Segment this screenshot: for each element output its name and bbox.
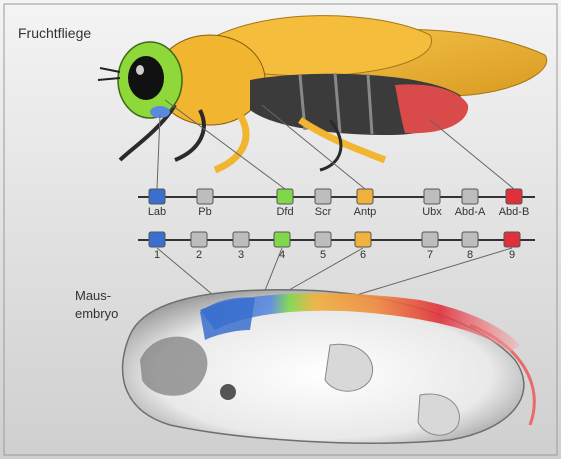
- gene-label: 3: [238, 249, 244, 261]
- gene-label: Abd-A: [455, 206, 486, 218]
- mouse-label-line1: Maus-: [75, 288, 111, 303]
- gene-label: 8: [467, 249, 473, 261]
- gene-box: [355, 232, 371, 247]
- gene-box: [149, 189, 165, 204]
- gene-label: Scr: [315, 206, 332, 218]
- gene-box: [422, 232, 438, 247]
- gene-label: 2: [196, 249, 202, 261]
- gene-label: Antp: [354, 206, 377, 218]
- gene-label: Abd-B: [499, 206, 530, 218]
- gene-label: 6: [360, 249, 366, 261]
- gene-label: 5: [320, 249, 326, 261]
- gene-box: [277, 189, 293, 204]
- gene-label: 1: [154, 249, 160, 261]
- mouse-label-line2: embryo: [75, 306, 118, 321]
- gene-label: 7: [427, 249, 433, 261]
- fly-eye-highlight: [136, 65, 144, 75]
- gene-box: [191, 232, 207, 247]
- gene-box: [462, 232, 478, 247]
- gene-box: [233, 232, 249, 247]
- gene-box: [197, 189, 213, 204]
- fly-label: Fruchtfliege: [18, 25, 91, 41]
- embryo-eye: [220, 384, 236, 400]
- gene-label: Lab: [148, 206, 166, 218]
- gene-label: Pb: [198, 206, 211, 218]
- gene-box: [274, 232, 290, 247]
- gene-box: [357, 189, 373, 204]
- gene-box: [149, 232, 165, 247]
- gene-box: [504, 232, 520, 247]
- gene-label: Ubx: [422, 206, 442, 218]
- gene-box: [462, 189, 478, 204]
- gene-box: [315, 189, 331, 204]
- fly-eye: [128, 56, 164, 100]
- gene-box: [424, 189, 440, 204]
- gene-box: [506, 189, 522, 204]
- gene-box: [315, 232, 331, 247]
- gene-label: 9: [509, 249, 515, 261]
- gene-label: 4: [279, 249, 285, 261]
- gene-label: Dfd: [276, 206, 293, 218]
